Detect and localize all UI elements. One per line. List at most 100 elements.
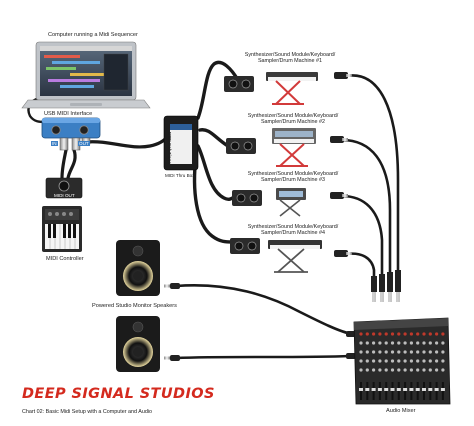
mixer-knob <box>422 350 426 354</box>
synth-3 <box>232 188 306 217</box>
mixer-knob <box>409 368 413 372</box>
speaker-jacks <box>164 283 362 361</box>
mixer-knob <box>390 359 395 363</box>
synth-3-label-line1: Synthesizer/Sound Module/Keyboard/ <box>247 171 339 177</box>
mixer-knob <box>441 332 445 336</box>
brand-logo: DEEP SIGNAL STUDIOS <box>22 386 215 402</box>
mixer-knob <box>378 368 382 372</box>
mixer-knob <box>390 341 395 345</box>
mixer-knob <box>435 368 439 372</box>
audio-mixer <box>353 317 451 405</box>
synth-2 <box>226 128 316 167</box>
laptop <box>21 41 151 109</box>
mixer-fader-cap <box>434 388 439 391</box>
synth-1-label: Synthesizer/Sound Module/Keyboard/ Sampl… <box>244 52 336 65</box>
controller-keys <box>45 224 79 249</box>
mixer-knob <box>428 350 432 354</box>
mixer-knob <box>359 341 363 345</box>
mixer-knob <box>390 332 395 336</box>
midi-thru-box <box>163 115 199 171</box>
mixer-knob <box>428 368 432 372</box>
mixer-knob <box>372 350 376 354</box>
mixer-knob <box>365 341 369 345</box>
chart-caption: Chart 02: Basic Midi Setup with a Comput… <box>22 409 153 415</box>
mixer-knob <box>372 341 376 345</box>
mixer-knob <box>397 350 401 354</box>
mixer-fader-cap <box>371 388 376 391</box>
audio-cable-speaker2 <box>174 354 352 360</box>
synth-1-label-line1: Synthesizer/Sound Module/Keyboard/ <box>244 52 336 58</box>
mixer-knob <box>359 332 363 336</box>
mixer-fader-cap <box>440 388 445 391</box>
computer-label: Computer running a Midi Sequencer <box>48 32 138 38</box>
mixer-knob <box>422 341 426 345</box>
synth-4-label: Synthesizer/Sound Module/Keyboard/ Sampl… <box>247 224 339 237</box>
mixer-fader-cap <box>403 388 408 391</box>
synth-4 <box>230 238 322 273</box>
mixer-fader-cap <box>428 388 433 391</box>
mixer-knob <box>378 341 382 345</box>
mixer-knob <box>378 350 382 354</box>
interface-port-in: IN <box>51 141 58 147</box>
mixer-knob <box>403 341 407 345</box>
mixer-knob <box>441 359 445 363</box>
mixer-knob <box>435 341 439 345</box>
mixer-knob <box>435 359 439 363</box>
mixer-knob <box>397 341 401 345</box>
synth-1 <box>224 72 318 105</box>
mixer-knob <box>372 332 376 336</box>
speaker-bottom <box>116 316 160 372</box>
mixer-fader-cap <box>384 388 389 391</box>
mixer-knob <box>403 350 407 354</box>
midi-out-box <box>45 177 83 199</box>
mixer-knob <box>365 368 369 372</box>
mixer-knob <box>365 350 369 354</box>
mixer-fader-cap <box>415 388 420 391</box>
mixer-knob <box>428 332 432 336</box>
midi-cable-interface-to-controller <box>60 148 68 180</box>
mixer-fader-cap <box>409 388 414 391</box>
mixer-knob <box>403 332 407 336</box>
usb-midi-interface <box>41 117 101 151</box>
mixer-knob <box>384 368 388 372</box>
synth-2-label: Synthesizer/Sound Module/Keyboard/ Sampl… <box>248 113 339 126</box>
mixer-fader-cap <box>422 388 426 391</box>
mixer-label: Audio Mixer <box>386 408 416 414</box>
mixer-knob <box>416 350 420 354</box>
audio-cable-synth4 <box>344 252 376 278</box>
midi-out-label: MIDI OUT <box>54 193 75 198</box>
synth-4-label-line1: Synthesizer/Sound Module/Keyboard/ <box>247 224 339 230</box>
mixer-knob <box>397 368 401 372</box>
mixer-knob <box>422 359 426 363</box>
mixer-knob <box>378 359 382 363</box>
audio-cable-speaker1 <box>174 284 354 336</box>
audio-cable-synth2 <box>340 138 392 274</box>
mixer-fader-cap <box>377 388 382 391</box>
mixer-knob <box>403 359 407 363</box>
mixer-fader-cap <box>365 388 370 391</box>
speakers-label: Powered Studio Monitor Speakers <box>92 303 177 309</box>
mixer-fader-cap <box>359 388 363 391</box>
mixer-knob <box>416 341 420 345</box>
mixer-knob <box>428 341 432 345</box>
mixer-knob <box>422 332 426 336</box>
mixer-knob <box>384 359 388 363</box>
mixer-knob <box>435 350 439 354</box>
mixer-knob <box>416 332 420 336</box>
mixer-knob <box>428 359 432 363</box>
mixer-knob <box>409 350 413 354</box>
mixer-knob <box>435 332 439 336</box>
mixer-knob <box>441 341 445 345</box>
mixer-knob <box>365 359 369 363</box>
mixer-knob <box>378 332 382 336</box>
mixer-knob <box>359 359 363 363</box>
mixer-knob <box>359 350 363 354</box>
midi-controller <box>42 206 82 252</box>
mixer-knob <box>365 332 369 336</box>
mixer-knob <box>397 359 401 363</box>
midi-controller-label: MIDI Controller <box>46 256 84 262</box>
mixer-knob <box>384 350 388 354</box>
mixer-knob <box>372 368 376 372</box>
synth-4-label-line2: Sampler/Drum Machine #4 <box>260 229 326 236</box>
